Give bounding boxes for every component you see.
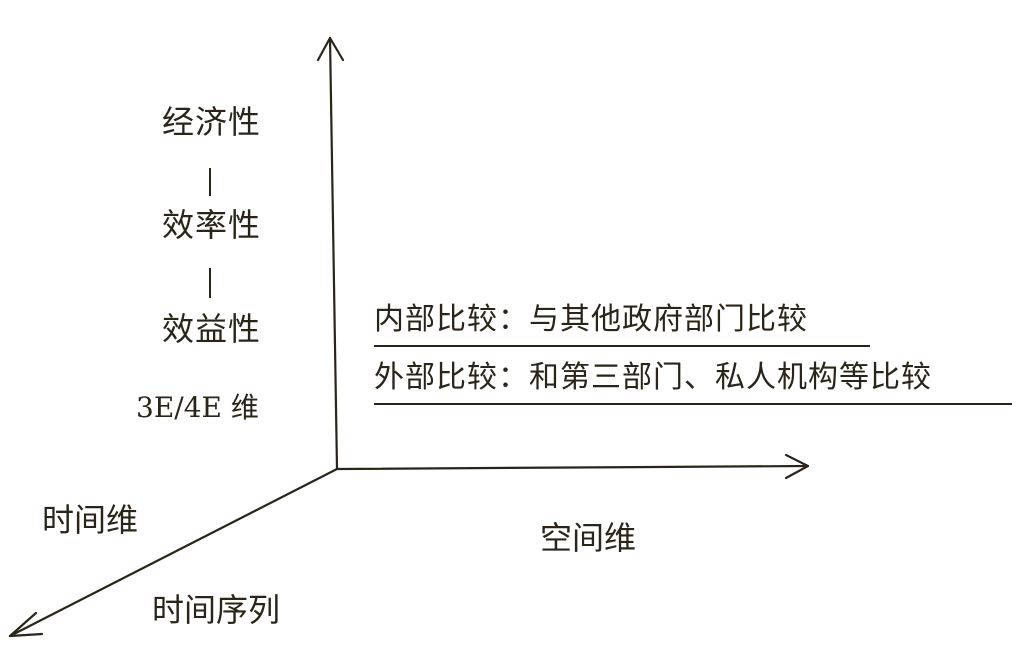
internal-comparison-text: 内部比较：与其他政府部门比较 — [374, 302, 808, 337]
time-axis-label: 时间维 — [42, 501, 139, 539]
horizontal-axis-arrowhead — [784, 453, 810, 480]
time-series-label: 时间序列 — [152, 591, 281, 629]
time-axis-arrowhead — [8, 611, 44, 638]
effectiveness-label: 效益性 — [162, 310, 262, 348]
economy-label: 经济性 — [162, 103, 262, 141]
efficiency-label: 效率性 — [162, 206, 262, 244]
separator-1 — [209, 168, 211, 196]
vertical-axis-label: 3E/4E 维 — [136, 391, 259, 424]
horizontal-axis-line — [335, 464, 810, 471]
external-comparison-underline — [374, 403, 1012, 405]
separator-2 — [209, 268, 211, 298]
space-axis-label: 空间维 — [540, 519, 637, 557]
vertical-axis-arrowhead — [316, 36, 345, 62]
internal-comparison-underline — [374, 345, 870, 347]
vertical-axis-line — [328, 36, 339, 471]
time-axis-line — [8, 467, 339, 638]
external-comparison-text: 外部比较：和第三部门、私人机构等比较 — [374, 360, 932, 395]
